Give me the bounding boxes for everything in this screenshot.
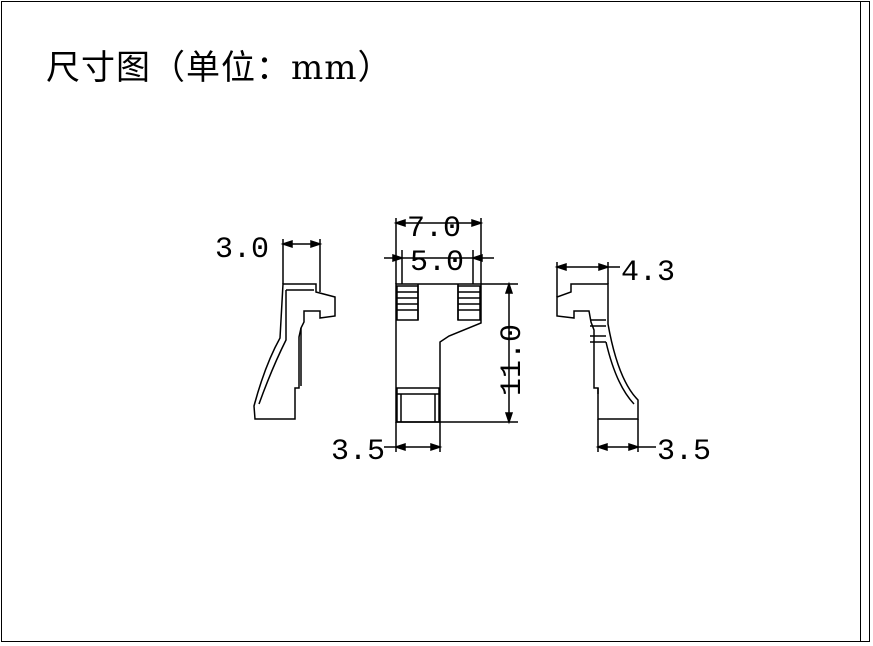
front-35-arrow-b [430,442,443,452]
left-side-view: 3.0 [215,233,336,420]
left-dim-arrow-a [280,239,293,249]
left-part-inner-edge [258,289,314,405]
right-43-arrow-b [598,262,611,272]
front-slot-width-label: 5.0 [410,246,464,280]
front-35-arrow-a [393,442,406,452]
right-part-outline [556,283,639,420]
right-side-view: 4.3 3.5 [554,256,711,469]
right-35-arrow-b [628,442,641,452]
front-base-width-label: 3.5 [331,435,385,469]
front-7-arrow-b [471,218,484,228]
right-43-arrow-a [554,262,567,272]
left-part-outline [253,283,336,420]
front-11-arrow-a [504,281,514,294]
right-35-arrow-a [595,442,608,452]
front-7-arrow-a [393,218,406,228]
drawing-border-right [860,1,861,642]
front-11-arrow-b [504,412,514,425]
left-dim-arrow-b [310,239,323,249]
front-overall-width-label: 7.0 [407,212,461,246]
right-part-inner-edge [590,319,635,405]
front-right-tab [457,285,481,321]
page-title: 尺寸图（单位：mm） [46,48,393,88]
front-view: 7.0 5.0 11.0 3.5 [331,212,530,469]
front-5-arrow-b [470,253,483,263]
front-left-tab [396,285,419,321]
front-height-label: 11.0 [496,324,530,396]
front-base-foot [396,387,440,423]
right-width-label: 4.3 [621,256,675,290]
left-width-label: 3.0 [215,233,269,267]
front-5-arrow-a [392,253,405,263]
right-base-width-label: 3.5 [657,435,711,469]
